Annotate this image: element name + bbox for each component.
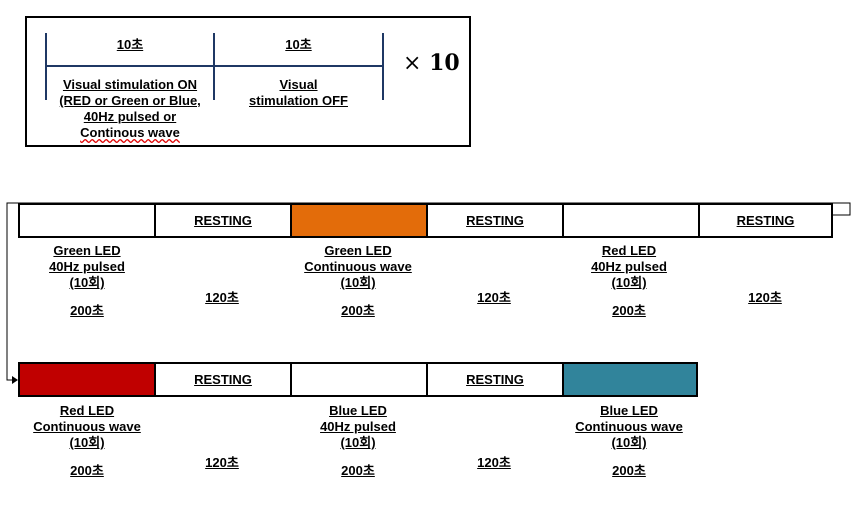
row1-stim-3-line-2: 40Hz pulsed — [591, 259, 667, 274]
legend-timeline-line — [45, 65, 384, 67]
legend-on-label: Visual stimulation ON (RED or Green or B… — [47, 77, 213, 141]
legend-off-duration: 10초 — [285, 37, 312, 52]
row1-stim-3-duration: 200초 — [612, 303, 646, 318]
row2-stim-2-label: Blue LED 40Hz pulsed (10회) 200초 — [278, 403, 438, 479]
row1-stim-2-duration: 200초 — [341, 303, 375, 318]
legend-on-duration: 10초 — [116, 37, 144, 52]
legend-box — [25, 16, 471, 147]
row1-stim-green-continuous — [290, 203, 428, 238]
row1-rest-3-duration: 120초 — [748, 290, 782, 305]
row2-stim-3-line-1: Blue LED — [600, 403, 658, 418]
row2-resting-1: RESTING — [154, 362, 292, 397]
legend-off-line-2: stimulation OFF — [249, 93, 348, 108]
row2-stim-red-continuous — [18, 362, 156, 397]
row2-stim-1-line-1: Red LED — [59, 403, 115, 418]
row2-stim-3-duration: 200초 — [612, 463, 646, 478]
row1-stim-2-line-2: Continuous wave — [304, 259, 412, 274]
row1-stim-1-duration: 200초 — [70, 303, 104, 318]
row1-stim-3-label: Red LED 40Hz pulsed (10회) 200초 — [549, 243, 709, 319]
row2-stim-3-label: Blue LED Continuous wave (10회) 200초 — [549, 403, 709, 479]
row2-stim-1-line-2: Continuous wave — [33, 419, 141, 434]
row2-stim-1-label: Red LED Continuous wave (10회) 200초 — [7, 403, 167, 479]
row2-stim-1-line-3: (10회) — [69, 435, 105, 450]
row2-resting-2: RESTING — [426, 362, 564, 397]
row2-stim-2-line-1: Blue LED — [329, 403, 387, 418]
row2-stim-2-line-2: 40Hz pulsed — [320, 419, 396, 434]
row1-stim-green-pulsed — [18, 203, 156, 238]
row2-rest-1-duration: 120초 — [205, 455, 239, 470]
row1-resting-1: RESTING — [154, 203, 292, 238]
row2-stim-3-line-3: (10회) — [611, 435, 647, 450]
row2-stim-blue-pulsed — [290, 362, 428, 397]
row1-stim-3-line-3: (10회) — [611, 275, 647, 290]
repeat-multiplier: × 10 — [403, 50, 460, 76]
row2-stim-2-line-3: (10회) — [340, 435, 376, 450]
arrowhead-icon — [12, 376, 18, 384]
row1-resting-3: RESTING — [698, 203, 833, 238]
legend-on-line-1: Visual stimulation ON — [62, 77, 198, 92]
row1-rest-2-duration: 120초 — [477, 290, 511, 305]
row1-stim-2-line-3: (10회) — [340, 275, 376, 290]
repeat-count: 10 — [429, 50, 460, 76]
row1-stim-2-line-1: Green LED — [324, 243, 392, 258]
legend-on-line-3: 40Hz pulsed or — [83, 109, 177, 124]
connector-line — [6, 202, 851, 381]
row2-stim-3-line-2: Continuous wave — [575, 419, 683, 434]
times-sign: × — [403, 51, 422, 76]
row1-stim-1-label: Green LED 40Hz pulsed (10회) 200초 — [7, 243, 167, 319]
row2-stim-1-duration: 200초 — [70, 463, 104, 478]
row1-stim-1-line-1: Green LED — [53, 243, 121, 258]
row1-rest-1-duration: 120초 — [205, 290, 239, 305]
row1-stim-1-line-3: (10회) — [69, 275, 105, 290]
legend-off-label: Visual stimulation OFF — [215, 77, 382, 109]
row2-stim-blue-continuous — [562, 362, 698, 397]
legend-on-line-4: Continous wave — [80, 125, 180, 140]
row1-stim-1-line-2: 40Hz pulsed — [49, 259, 125, 274]
legend-on-line-2: (RED or Green or Blue, — [59, 93, 201, 108]
legend-off-line-1: Visual — [279, 77, 318, 92]
row1-stim-2-label: Green LED Continuous wave (10회) 200초 — [278, 243, 438, 319]
row2-rest-2-duration: 120초 — [477, 455, 511, 470]
row2-stim-2-duration: 200초 — [341, 463, 375, 478]
row1-stim-3-line-1: Red LED — [601, 243, 657, 258]
